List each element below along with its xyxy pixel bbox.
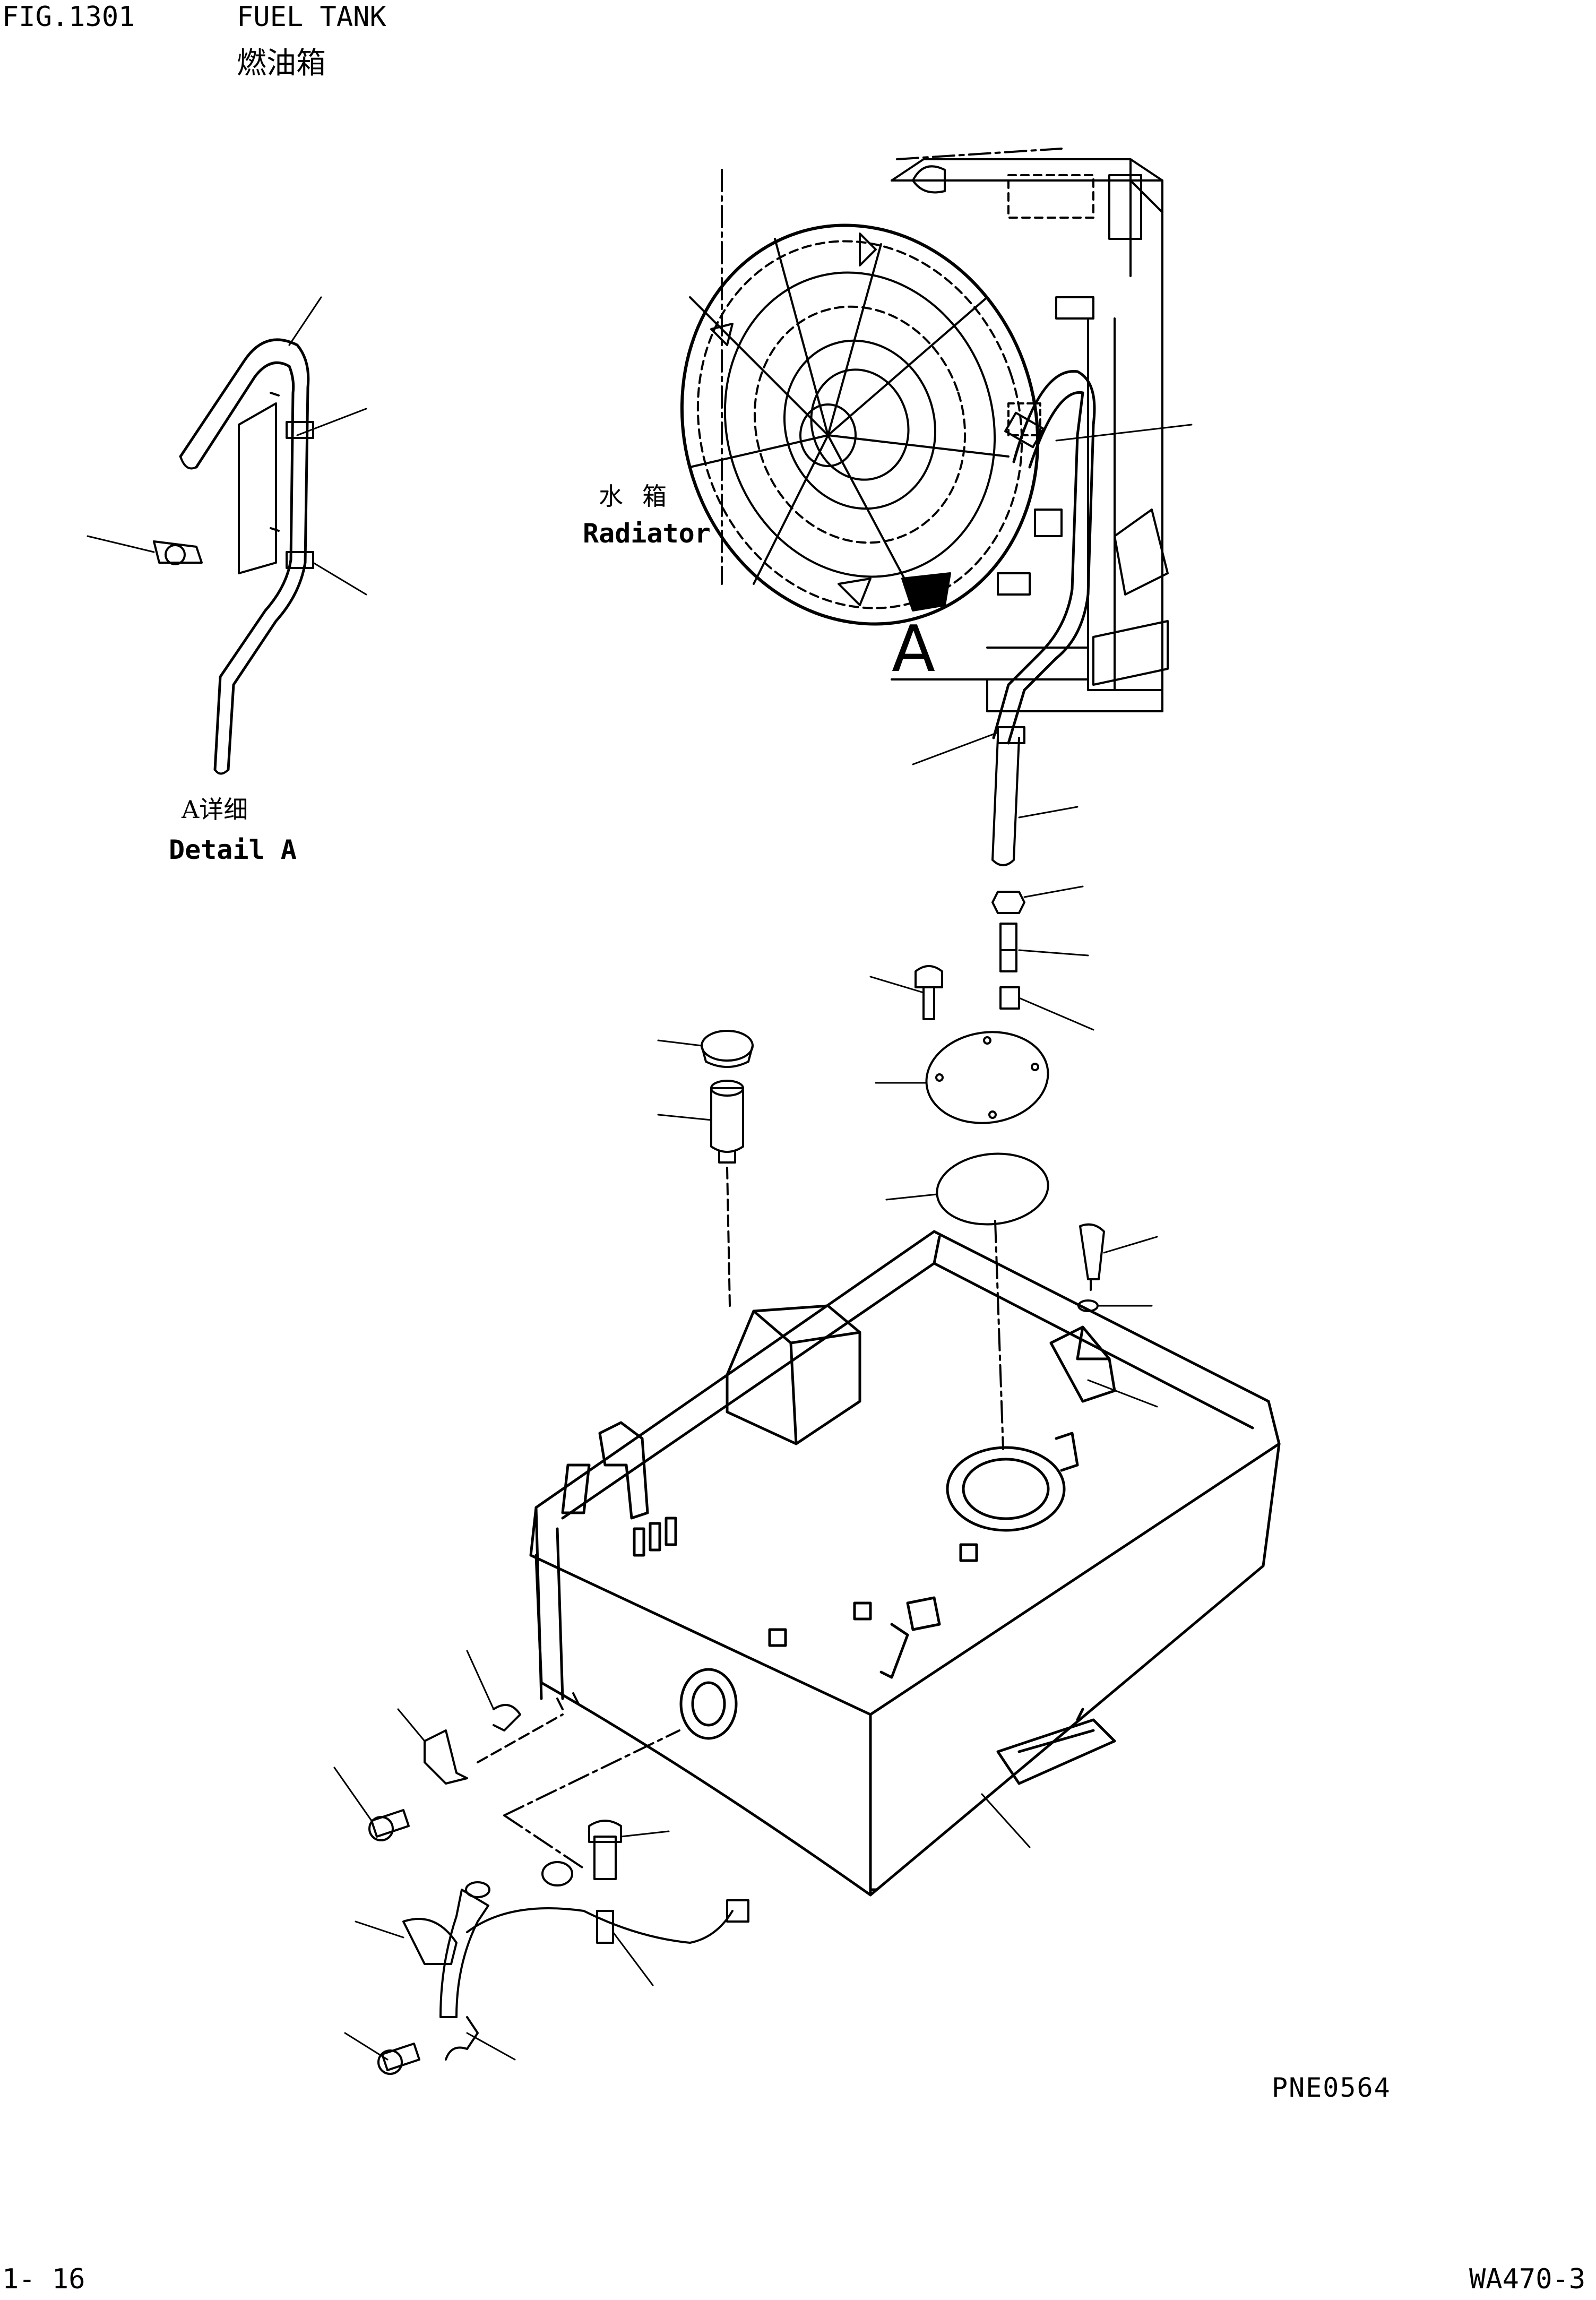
radiator-fuel-hose [993, 371, 1094, 865]
figure-number: FIG.1301 [2, 1, 135, 33]
figure-title-chinese: 燃油箱 [237, 46, 326, 81]
detail-a-label: Detail A [169, 834, 297, 865]
exploded-parts [702, 892, 1104, 1449]
drain-and-hose-parts [369, 1693, 748, 2074]
model-code: WA470-3 [1469, 2263, 1586, 2295]
radiator-label: Radiator [583, 518, 711, 549]
view-a-marker: A [892, 613, 936, 686]
fuel-tank [531, 1231, 1279, 1895]
radiator-label-chinese: 水箱 [599, 482, 686, 511]
radiator-assembly [722, 149, 1168, 711]
drawing-code: PNE0564 [1272, 2072, 1391, 2103]
page-number: 1- 16 [2, 2263, 85, 2295]
fan-guard [631, 179, 1089, 671]
detail-a-label-chinese: A详细 [182, 795, 248, 824]
leader-lines [88, 297, 1192, 2060]
detail-a-inset [154, 340, 313, 774]
figure-title: FUEL TANK [237, 1, 386, 33]
